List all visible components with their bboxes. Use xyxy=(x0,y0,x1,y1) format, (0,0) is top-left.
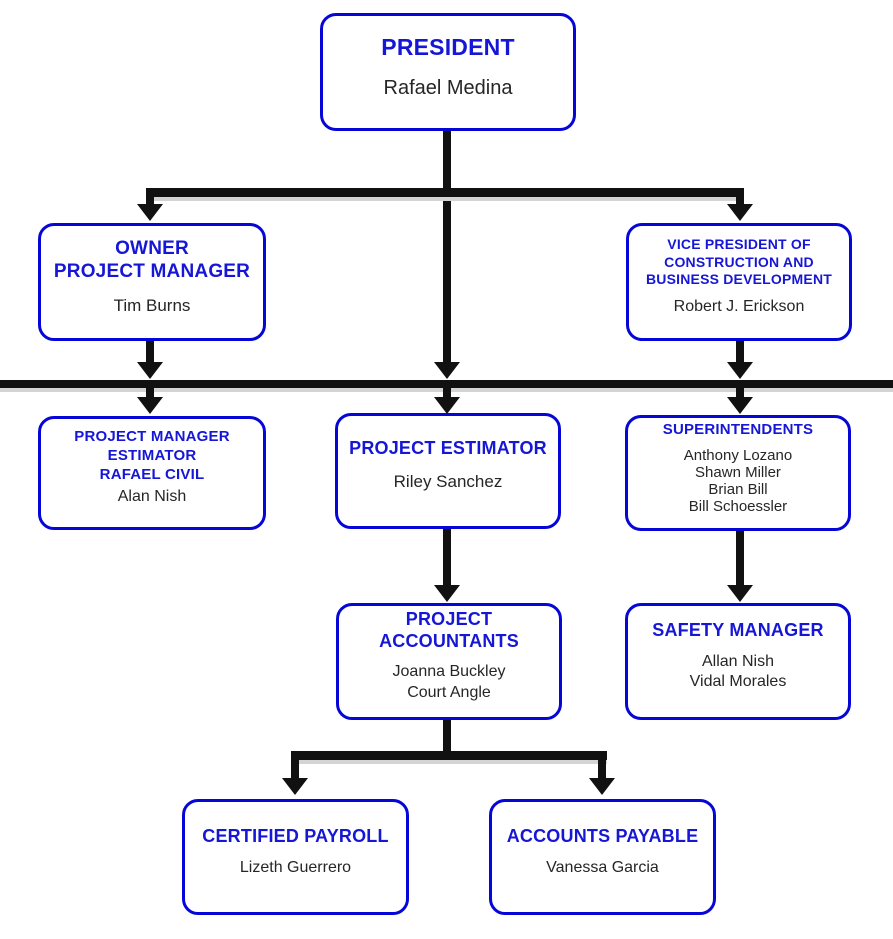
connector-bottom-left-stub xyxy=(291,751,299,778)
node-project-estimator: PROJECT ESTIMATOR Riley Sanchez xyxy=(335,413,561,529)
node-safety-manager: SAFETY MANAGER Allan Nish Vidal Morales xyxy=(625,603,851,720)
arrow-to-vp xyxy=(727,204,753,221)
node-title: VICE PRESIDENT OF CONSTRUCTION AND BUSIN… xyxy=(645,236,833,288)
arrow-to-project-estimator xyxy=(434,397,460,414)
connector-branch-right-stub xyxy=(736,188,744,206)
node-title: PROJECT ACCOUNTANTS xyxy=(379,609,519,652)
arrow-to-project-accountants xyxy=(434,585,460,602)
node-project-manager-estimator: PROJECT MANAGER ESTIMATOR RAFAEL CIVIL A… xyxy=(38,416,266,530)
arrow-to-safety-manager xyxy=(727,585,753,602)
node-names: Joanna Buckley Court Angle xyxy=(392,663,506,701)
arrow-to-accounts-payable xyxy=(589,778,615,795)
node-superintendents: SUPERINTENDENTS Anthony Lozano Shawn Mil… xyxy=(625,415,851,531)
node-names: Vanessa Garcia xyxy=(546,858,659,876)
connector-divider-left-stub xyxy=(146,388,154,398)
node-title: PRESIDENT xyxy=(381,34,515,61)
node-title: OWNER PROJECT MANAGER xyxy=(53,238,251,283)
connector-accountants-down xyxy=(443,719,451,759)
arrow-to-certified-payroll xyxy=(282,778,308,795)
node-president: PRESIDENT Rafael Medina xyxy=(320,13,576,131)
connector-divider-mid-stub xyxy=(443,388,451,398)
connector-branch-left-stub xyxy=(146,188,154,206)
node-title: PROJECT MANAGER ESTIMATOR RAFAEL CIVIL xyxy=(74,428,230,483)
node-project-accountants: PROJECT ACCOUNTANTS Joanna Buckley Court… xyxy=(336,603,562,720)
arrow-to-superintendents xyxy=(727,397,753,414)
node-title: PROJECT ESTIMATOR xyxy=(349,438,547,459)
node-title: SAFETY MANAGER xyxy=(652,619,824,640)
connector-divider-right-stub xyxy=(736,388,744,398)
node-names: Anthony Lozano Shawn Miller Brian Bill B… xyxy=(683,446,793,516)
divider-line xyxy=(0,380,893,388)
node-names: Alan Nish xyxy=(117,487,187,505)
node-title: CERTIFIED PAYROLL xyxy=(202,825,389,846)
node-names: Allan Nish Vidal Morales xyxy=(689,652,787,691)
arrow-president-to-divider xyxy=(434,362,460,379)
node-names: Robert J. Erickson xyxy=(673,297,805,315)
connector-vp-down xyxy=(736,341,744,362)
connector-top-branch xyxy=(146,188,744,197)
node-title: ACCOUNTS PAYABLE xyxy=(506,825,699,846)
node-names: Lizeth Guerrero xyxy=(239,858,352,876)
arrow-to-pm-estimator xyxy=(137,397,163,414)
node-title: SUPERINTENDENTS xyxy=(662,420,814,438)
node-names: Riley Sanchez xyxy=(393,472,503,492)
node-accounts-payable: ACCOUNTS PAYABLE Vanessa Garcia xyxy=(489,799,716,915)
arrow-owner-to-divider xyxy=(137,362,163,379)
connector-estimator-down xyxy=(443,528,451,586)
node-names: Tim Burns xyxy=(113,295,191,315)
connector-owner-down xyxy=(146,341,154,362)
node-vice-president: VICE PRESIDENT OF CONSTRUCTION AND BUSIN… xyxy=(626,223,852,341)
connector-bottom-right-stub xyxy=(598,751,606,778)
node-owner-project-manager: OWNER PROJECT MANAGER Tim Burns xyxy=(38,223,266,341)
connector-superintendents-down xyxy=(736,530,744,586)
node-names: Rafael Medina xyxy=(383,76,513,99)
connector-president-vertical xyxy=(443,130,451,362)
connector-bottom-branch xyxy=(291,751,607,760)
node-certified-payroll: CERTIFIED PAYROLL Lizeth Guerrero xyxy=(182,799,409,915)
arrow-vp-to-divider xyxy=(727,362,753,379)
arrow-to-owner xyxy=(137,204,163,221)
